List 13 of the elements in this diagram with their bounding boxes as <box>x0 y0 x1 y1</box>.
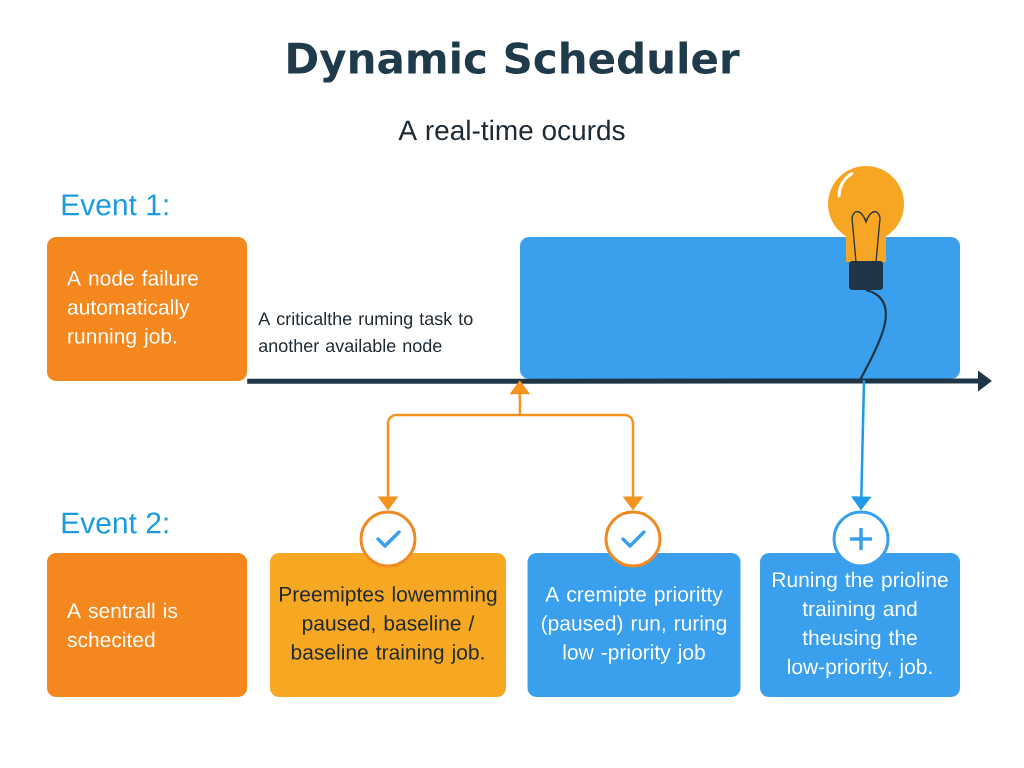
empty-box <box>520 237 960 379</box>
text-box: A sentrall is schecited <box>47 553 247 697</box>
note-text: A criticalthe ruming task to another available node <box>258 311 473 353</box>
subtitle: A real-time ocurds <box>398 119 625 141</box>
status-circle <box>359 510 417 568</box>
text-box: Preemiptes lowemming paused, baseline / baseline training job. <box>270 553 506 697</box>
text-box: Runing the prioline traiining and theusing the low-priority, job. <box>760 553 960 697</box>
text-box: A node failure automatically running job. <box>47 237 247 381</box>
text-box: A cremipte prioritty (paused) run, ruring low -priority job <box>527 553 741 697</box>
lightbulb-drawing <box>828 166 904 381</box>
title: Dynamic Scheduler <box>288 41 740 83</box>
status-circle <box>604 510 662 568</box>
status-circle <box>832 510 890 568</box>
